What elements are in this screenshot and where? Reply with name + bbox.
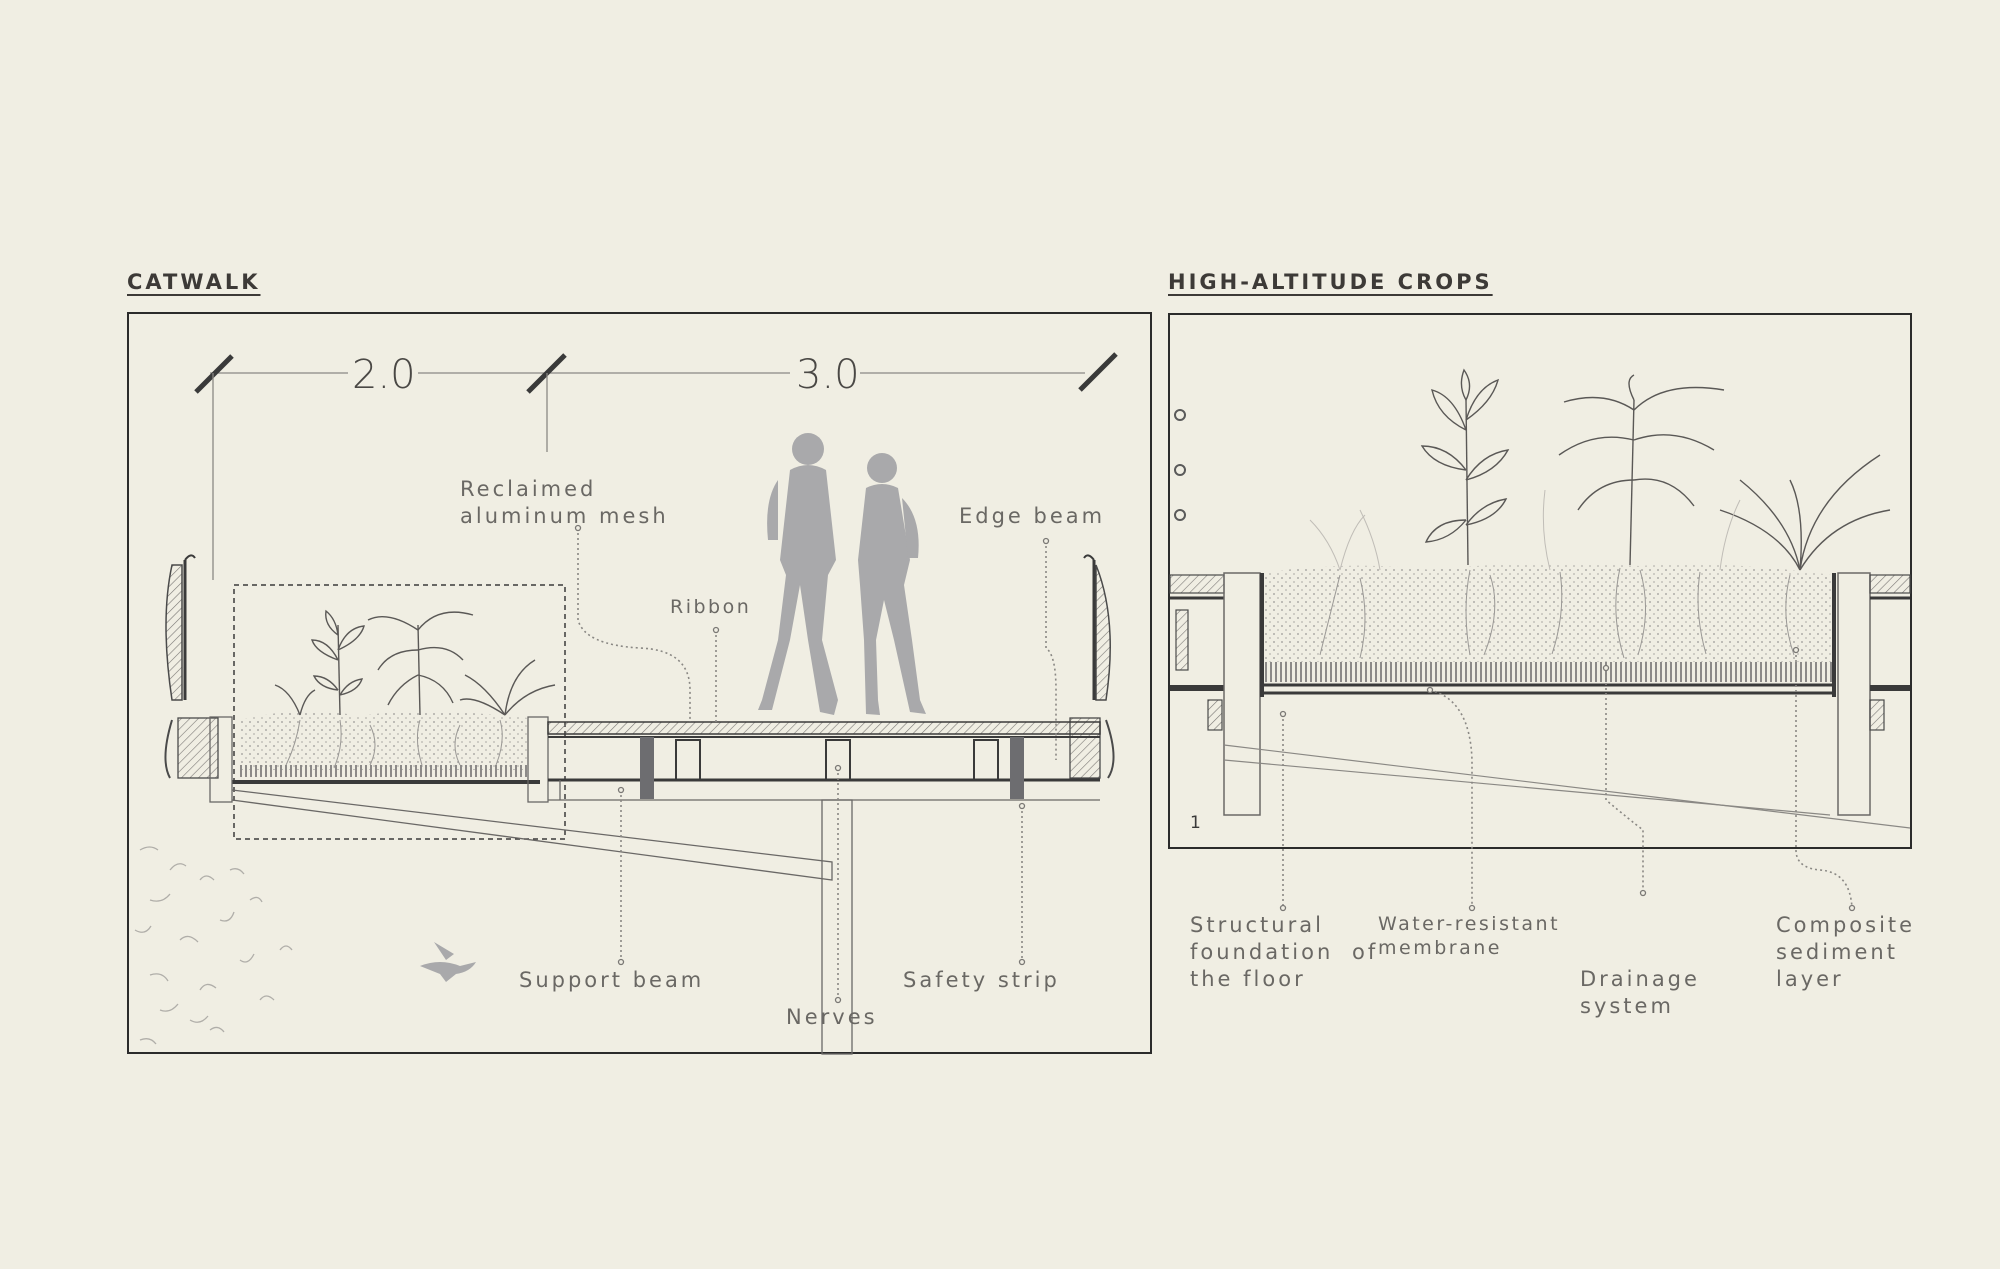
dimension-2-0: 2.0 xyxy=(352,352,416,398)
crops-frame xyxy=(1168,313,1912,849)
label-structural-3: the floor xyxy=(1190,967,1306,991)
dimension-3-0: 3.0 xyxy=(796,352,860,398)
label-reclaimed-1: Reclaimed xyxy=(460,477,596,501)
label-structural-2: foundation xyxy=(1190,940,1333,964)
label-composite-1: Composite xyxy=(1776,913,1915,937)
label-drainage-1: Drainage xyxy=(1580,967,1700,991)
left-railing xyxy=(164,554,219,779)
label-ribbon: Ribbon xyxy=(670,596,751,618)
label-drainage-2: system xyxy=(1580,994,1674,1018)
label-edge-beam: Edge beam xyxy=(959,504,1105,528)
label-composite-3: layer xyxy=(1776,967,1844,991)
crops-number: 1 xyxy=(1190,813,1201,833)
crops-walls xyxy=(1169,409,1911,829)
catwalk-title: CATWALK xyxy=(127,270,261,294)
bird-silhouette xyxy=(420,942,476,982)
catwalk-deck xyxy=(231,721,1101,1055)
label-water-1: Water-resistant xyxy=(1378,913,1560,935)
label-composite-2: sediment xyxy=(1776,940,1898,964)
label-water-2: membrane xyxy=(1378,937,1502,959)
catwalk-frame xyxy=(127,312,1152,1054)
person-figures xyxy=(758,433,926,715)
label-structural-1: Structural xyxy=(1190,913,1324,937)
catwalk-dimension-line xyxy=(194,352,1118,580)
catwalk-planter xyxy=(209,584,566,840)
label-structural-of: of xyxy=(1352,940,1378,964)
right-railing xyxy=(1069,554,1115,779)
label-support-beam: Support beam xyxy=(519,968,704,992)
crops-title: HIGH-ALTITUDE CROPS xyxy=(1168,270,1493,294)
crops-planter xyxy=(1260,368,1891,697)
ground-texture xyxy=(134,846,293,1045)
label-reclaimed-2: aluminum mesh xyxy=(460,504,669,528)
label-safety-strip: Safety strip xyxy=(903,968,1060,992)
label-nerves: Nerves xyxy=(786,1005,878,1029)
